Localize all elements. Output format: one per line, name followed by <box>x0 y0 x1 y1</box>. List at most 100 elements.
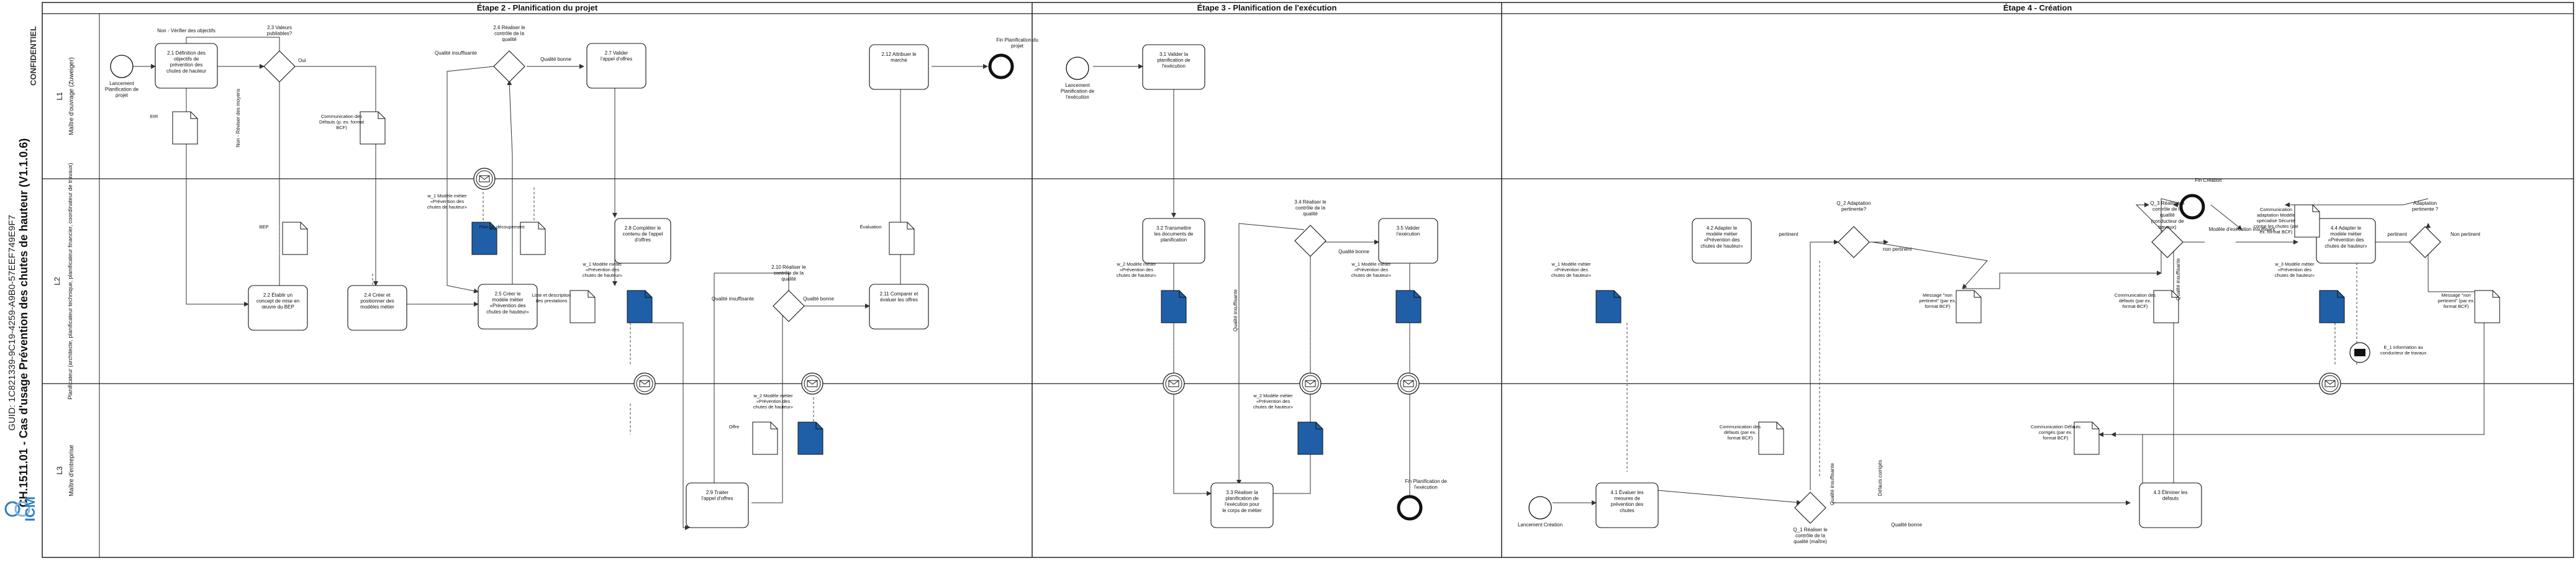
document-d-nonpert <box>1956 290 1982 323</box>
model-m-29 <box>797 421 823 455</box>
document-d-offre-label: Offre <box>729 424 740 430</box>
flow-label: Qualité insuffisante <box>2175 258 2181 300</box>
task-t24 <box>347 285 407 331</box>
envelope-flap <box>1403 380 1414 385</box>
sequence-flow <box>1273 241 1313 494</box>
flow-label: Qualité insuffisante <box>1830 463 1835 505</box>
flow-label: Oui <box>298 58 306 63</box>
flow-label: Qualité insuffisante <box>712 296 754 302</box>
task-t31 <box>1142 44 1205 90</box>
message-event-inner <box>476 170 493 187</box>
envelope-flap <box>1305 380 1316 385</box>
document-d-eir <box>172 111 198 145</box>
info-envelope-icon <box>2354 349 2365 356</box>
task-t212 <box>869 44 929 90</box>
flow-label: Modèle d'exécution insuffisant <box>2209 227 2276 232</box>
lane-headers: L1 Maître d'ouvrage (Zuweiger) L2 Planif… <box>53 57 75 496</box>
envelope-flap <box>807 380 818 385</box>
stage-title-3: Étape 3 - Planification de l'exécution <box>1197 3 1337 12</box>
task-t32 <box>1142 218 1205 264</box>
document-d-liste-fold <box>587 291 595 298</box>
sequence-flow <box>1658 490 1802 505</box>
document-d-offre-fold <box>770 422 778 430</box>
document-d-eval-label: Évaluation <box>859 224 881 230</box>
sequence-flow <box>2285 198 2429 207</box>
vertical-tag: CONFIDENTIEL <box>29 26 38 86</box>
envelope-icon <box>1168 380 1179 387</box>
model-m-41 <box>1595 290 1621 323</box>
task-t35 <box>1378 218 1438 264</box>
sequence-flow <box>2111 432 2143 490</box>
sequence-flow <box>507 80 513 286</box>
model-m-35 <box>1395 290 1422 323</box>
task-t41 <box>1595 482 1659 528</box>
task-t27 <box>586 43 646 89</box>
sequence-flow <box>2210 204 2243 230</box>
sequence-flow <box>295 66 378 286</box>
task-t33 <box>1210 482 1274 528</box>
model-m-25-fold <box>489 222 497 230</box>
flow-label: Qualité insuffisante <box>1233 289 1238 331</box>
model-m-28 <box>627 290 653 323</box>
model-m-33 <box>1297 421 1323 455</box>
document-d-comadapt-fold <box>2312 205 2320 212</box>
flow-label: Qualité bonne <box>803 296 834 302</box>
model-m-44 <box>2319 290 2345 323</box>
document-d-comadapt <box>2294 204 2320 238</box>
envelope-icon <box>807 380 818 387</box>
flow-label: Qualité bonne <box>1338 249 1369 254</box>
start-2-event <box>110 55 134 78</box>
task-t21 <box>155 43 218 89</box>
document-d-comdef4-fold <box>1776 422 1784 430</box>
document-d-defauts-fold <box>378 112 385 119</box>
flow-label: pertinent <box>1779 232 1798 237</box>
side-guid: GUID: 1C821339-9C19-4259-A9B0-57EEF749E9… <box>7 215 17 431</box>
document-d-plan-label: Plan de découpement <box>479 224 525 230</box>
document-d-comdef5-fold <box>2171 291 2179 298</box>
document-d-eval-fold <box>907 222 914 230</box>
gateway-g210 <box>773 290 805 322</box>
end-3-event <box>1397 495 1423 521</box>
message-event-inner <box>804 375 821 392</box>
lane-code-2: L2 <box>53 277 61 286</box>
envelope-icon <box>639 380 650 387</box>
document-d-nonpert2-fold <box>2492 291 2500 298</box>
document-d-comcorr <box>2074 421 2100 455</box>
diagram-shapes <box>110 37 2500 530</box>
document-d-bep-label: BEP <box>259 224 268 230</box>
message-event-inner <box>1165 375 1182 392</box>
message-event-inner <box>1400 375 1417 392</box>
sequence-flow <box>1962 271 2162 289</box>
sequence-flow <box>2135 202 2205 243</box>
flow-label: Qualité bonne <box>1891 522 1922 528</box>
gateway-gq2 <box>1838 226 1870 258</box>
sequence-flow <box>248 82 280 307</box>
task-t43 <box>2139 482 2202 528</box>
